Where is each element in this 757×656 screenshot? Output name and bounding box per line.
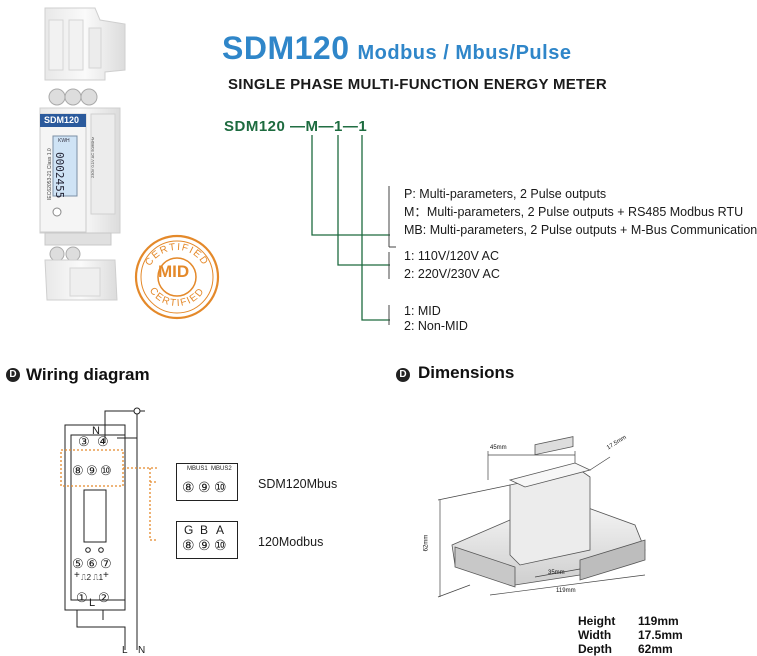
- product-side-text2: 230V 0.1V AC 50/60Hz: [90, 136, 95, 178]
- opt-group1-item3: MB: Multi-parameters, 2 Pulse outputs + …: [404, 223, 757, 237]
- wiring-l-inner: L: [89, 597, 96, 609]
- dim-label-62: 62mm: [423, 534, 430, 552]
- mbus-terminal-10: ⑩: [214, 479, 227, 495]
- wiring-section-title: Wiring diagram: [26, 365, 150, 384]
- dim-specs: Height 119mm Width 17.5mm Depth 62mm: [578, 614, 738, 656]
- wiring-pulse-label-1: +: [74, 570, 80, 581]
- spec-value: 119mm: [638, 614, 679, 628]
- opt-group2-item1: 1: 110V/120V AC: [404, 249, 499, 263]
- opt-group3-item1: 1: MID: [404, 304, 441, 318]
- product-title: SDM120 Modbus / Mbus/Pulse: [222, 30, 571, 67]
- wiring-terminal-4: ④: [97, 434, 109, 449]
- product-subtitle: SINGLE PHASE MULTI-FUNCTION ENERGY METER: [228, 76, 607, 93]
- mbus-variant-name: SDM120Mbus: [258, 477, 338, 491]
- spec-row-height: Height 119mm: [578, 614, 738, 628]
- stamp-center-text: MID: [158, 262, 190, 281]
- mbus-terminal-box: [176, 463, 238, 501]
- modbus-label-b: B: [200, 523, 209, 537]
- wiring-pulse-label-4: +: [103, 570, 109, 581]
- opt-group1-item1: P: Multi-parameters, 2 Pulse outputs: [404, 187, 607, 201]
- spec-value: 62mm: [638, 642, 673, 656]
- product-label: SDM120: [44, 115, 80, 125]
- dim-label-119: 119mm: [556, 588, 576, 594]
- model-name: SDM120: [222, 30, 350, 66]
- spec-row-width: Width 17.5mm: [578, 628, 738, 642]
- product-side-text: IEC62053-21 Class 1.0: [47, 148, 53, 200]
- wiring-pulse-label-3: ⎍1: [93, 573, 104, 582]
- modbus-variant-name: 120Modbus: [258, 535, 324, 549]
- modbus-label-g: G: [184, 523, 194, 537]
- opt-group1-item2: M：Multi-parameters, 2 Pulse outputs + RS…: [404, 205, 744, 219]
- wiring-terminal-1: ①: [76, 590, 88, 605]
- wiring-terminal-8: ⑧: [72, 463, 84, 478]
- modbus-terminal-8: ⑧: [182, 537, 195, 553]
- wiring-terminal-10: ⑩: [100, 463, 112, 478]
- modbus-terminal-9: ⑨: [198, 537, 211, 553]
- wiring-bottom-l: L: [122, 645, 128, 656]
- spec-row-depth: Depth 62mm: [578, 642, 738, 656]
- model-variants: Modbus / Mbus/Pulse: [357, 42, 572, 64]
- wiring-terminal-9: ⑨: [86, 463, 98, 478]
- wiring-pulse-label-2: ⎍2: [81, 573, 92, 582]
- ordering-tree-lines: [311, 135, 396, 325]
- wiring-terminal-3: ③: [78, 434, 90, 449]
- spec-name: Width: [578, 628, 612, 642]
- product-display: 0002455: [53, 152, 66, 199]
- ordering-code: SDM120 —M—1—1: [224, 118, 368, 135]
- mid-certified-stamp: CERTIFIED CERTIFIED: [132, 232, 222, 322]
- spec-name: Depth: [578, 642, 612, 656]
- wiring-terminal-7: ⑦: [100, 556, 112, 571]
- modbus-terminal-10: ⑩: [214, 537, 227, 553]
- opt-group3-item2: 2: Non-MID: [404, 319, 468, 333]
- dimensions-drawing: [437, 436, 646, 598]
- dim-label-45: 45mm: [490, 445, 507, 451]
- dim-label-35: 35mm: [548, 570, 565, 576]
- spec-name: Height: [578, 614, 616, 628]
- modbus-label-a: A: [216, 523, 225, 537]
- wiring-diagram: [60, 407, 157, 650]
- mbus-labels: MBUS1 MBUS2: [187, 466, 232, 472]
- wiring-terminal-2: ②: [98, 590, 110, 605]
- opt-group2-item2: 2: 220V/230V AC: [404, 267, 500, 281]
- wiring-bottom-n: N: [138, 645, 146, 656]
- product-photo: [25, 0, 135, 305]
- wiring-terminal-6: ⑥: [86, 556, 98, 571]
- dimensions-section-title: Dimensions: [418, 363, 515, 382]
- modbus-terminal-box: [176, 521, 238, 559]
- mbus-terminal-9: ⑨: [198, 479, 211, 495]
- wiring-terminal-5: ⑤: [72, 556, 84, 571]
- spec-value: 17.5mm: [638, 628, 683, 642]
- mbus-terminal-8: ⑧: [182, 479, 195, 495]
- wiring-n-label: N: [92, 425, 100, 437]
- dimensions-section-icon: D: [396, 368, 410, 382]
- wiring-section-icon: D: [6, 368, 20, 382]
- product-unit: KWH: [58, 138, 70, 144]
